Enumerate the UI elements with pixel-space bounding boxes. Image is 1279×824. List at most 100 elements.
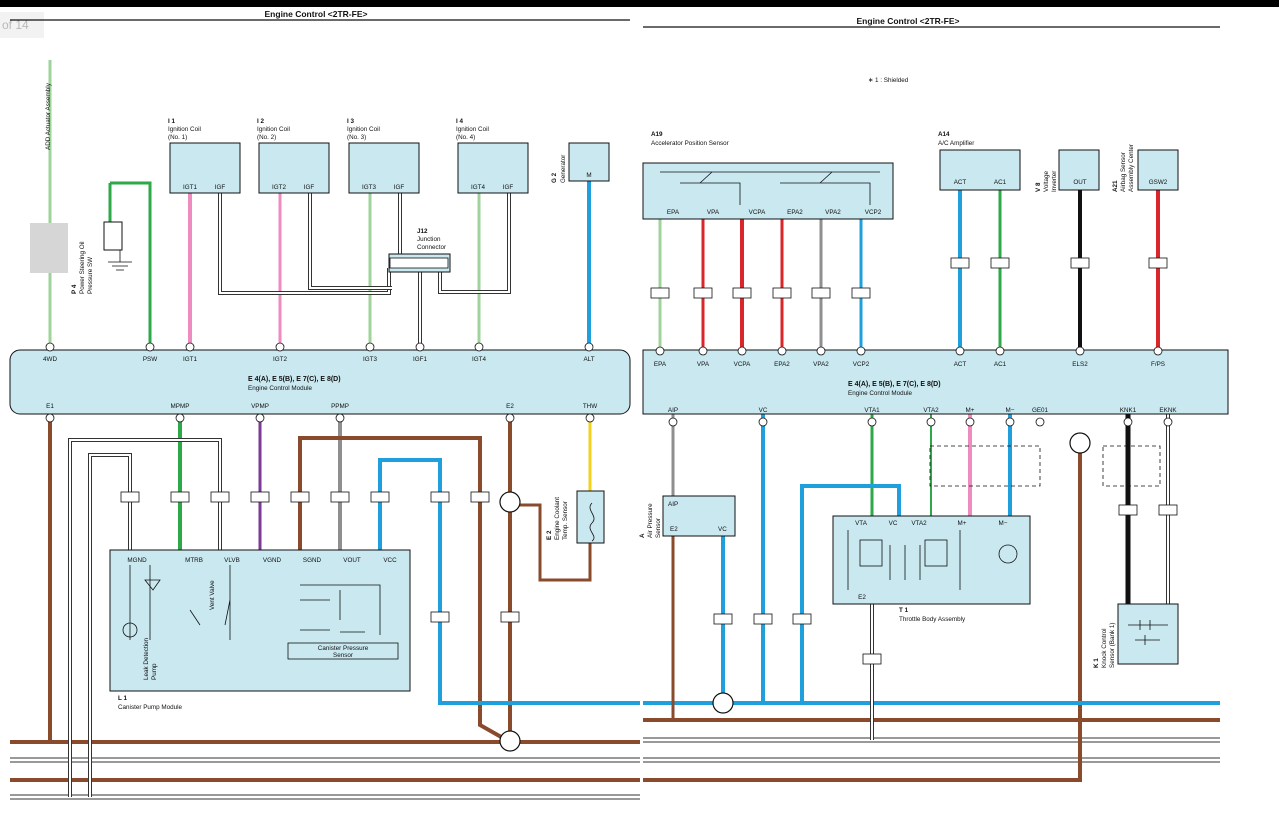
ign-2-pin-igt: IGT2 <box>272 184 286 191</box>
ign-4-name-1: Ignition Coil <box>456 126 489 133</box>
wire-igf1 <box>219 193 390 294</box>
e2-name-2: Temp. Sensor <box>562 501 569 540</box>
ecm-bottom-right-label-6: GE01 <box>1032 407 1049 414</box>
vent-valve: Vent Valve <box>209 580 216 610</box>
j12-id: J12 <box>417 228 428 235</box>
pressure-switch-box <box>103 221 123 251</box>
a14-pin-1: AC1 <box>994 179 1007 186</box>
l1-pin-2: VLVB <box>224 557 240 564</box>
ign-2-id: I 2 <box>257 118 264 125</box>
ecm-top-right-label-1: VPA <box>697 361 710 368</box>
connector-4 <box>250 491 270 503</box>
canister-sensor-1: Canister Pressure <box>318 645 369 652</box>
generator-box <box>568 142 610 182</box>
connector-2 <box>170 491 190 503</box>
k1-name-1: Knock Control <box>1101 628 1108 668</box>
connector-7 <box>370 491 390 503</box>
wire-igf2 <box>309 193 392 289</box>
ign-3-name-1: Ignition Coil <box>347 126 380 133</box>
a21-pin: GSW2 <box>1149 179 1168 186</box>
ecm-bottom-right-pin-0 <box>668 417 678 427</box>
knock-sensor-box <box>1117 603 1179 665</box>
e2-name-1: Engine Coolant <box>554 497 561 540</box>
ecm-label-right-2: Engine Control Module <box>848 390 913 397</box>
t1-pin-3: M+ <box>958 520 967 527</box>
ecm-bottom-left-pin-5 <box>585 413 595 423</box>
a21-name-1: Airbag Sensor <box>1120 152 1127 192</box>
wire-igf4 <box>439 193 510 293</box>
a19-id: A19 <box>651 131 663 138</box>
l1-pin-3: VGND <box>263 557 282 564</box>
ignition-coil-1-box <box>169 142 241 194</box>
connector-24 <box>792 613 812 625</box>
ecm-bottom-right-pin-7 <box>1123 417 1133 427</box>
a14-id: A14 <box>938 131 950 138</box>
ecm-top-right-pin-2 <box>737 346 747 356</box>
wire-igf2-outline <box>308 193 392 290</box>
ecm-bottom-left-pin-0 <box>45 413 55 423</box>
ecm-top-right-pin-3 <box>777 346 787 356</box>
ecm-top-right-label-9: F/PS <box>1151 361 1165 368</box>
page-indicator: of 14 <box>0 12 44 38</box>
ecm-bottom-right-pin-1 <box>758 417 768 427</box>
g2-pin: M <box>586 172 591 179</box>
ecm-bottom-right-label-3: VTA2 <box>923 407 939 414</box>
connector-5 <box>290 491 310 503</box>
ign-2-pin-igf: IGF <box>304 184 315 191</box>
shield-note: ∗ 1 : Shielded <box>868 77 909 84</box>
connector-26 <box>1118 504 1138 516</box>
ecm-top-right-pin-6 <box>955 346 965 356</box>
ecm-bottom-right-label-5: M− <box>1006 407 1015 414</box>
ecm-bottom-left-label-1: MPMP <box>171 403 190 410</box>
ecm-bottom-right-pin-5 <box>1005 417 1015 427</box>
ecm-bottom-right-pin-6 <box>1035 417 1045 427</box>
wire-psw-b <box>110 181 152 350</box>
t1-pin-2: VTA2 <box>911 520 927 527</box>
ecm-top-right-pin-7 <box>995 346 1005 356</box>
ign-4-name-2: (No. 4) <box>456 134 475 141</box>
ecm-bottom-right-pin-4 <box>965 417 975 427</box>
coolant-sensor-box <box>576 490 605 544</box>
ignition-coil-4-box <box>457 142 529 194</box>
p4-name-1: Power Steering Oil <box>79 242 86 295</box>
wire-tb-vc <box>800 484 901 703</box>
t1-name: Throttle Body Assembly <box>899 616 966 623</box>
connector-18 <box>1070 257 1090 269</box>
aip-pin-1: E2 <box>670 526 678 533</box>
l1-pin-0: MGND <box>127 557 147 564</box>
v8-name-2: Inverter <box>1051 171 1058 192</box>
ecm-bottom-right-label-8: EKNK <box>1159 407 1177 414</box>
connector-23 <box>753 613 773 625</box>
ecm-top-left-pin-2 <box>185 342 195 352</box>
connector-14 <box>811 287 831 299</box>
title-right: Engine Control <2TR-FE> <box>857 16 960 26</box>
air-pressure-sensor-box <box>662 495 736 537</box>
ecm-bottom-left-label-4: E2 <box>506 403 514 410</box>
connector-17 <box>990 257 1010 269</box>
ecm-label-left-1: E 4(A), E 5(B), E 7(C), E 8(D) <box>248 376 341 383</box>
ign-1-name-2: (No. 1) <box>168 134 187 141</box>
ecm-bottom-left-label-2: VPMP <box>251 403 269 410</box>
a21-name-2: Assembly Center <box>1128 144 1135 192</box>
ign-4-id: I 4 <box>456 118 463 125</box>
connector-12 <box>732 287 752 299</box>
ecm-bottom-right-label-0: AIP <box>668 407 678 414</box>
wire-vcc <box>378 458 640 705</box>
a19-name: Accelerator Position Sensor <box>651 140 729 147</box>
ecm-box-right <box>642 349 1229 415</box>
ecm-bottom-left-label-3: PPMP <box>331 403 349 410</box>
ecm-top-right-label-6: ACT <box>954 361 967 368</box>
ignition-coil-3-box <box>348 142 420 194</box>
ignition-coil-2-box <box>258 142 330 194</box>
ecm-label-left-2: Engine Control Module <box>248 385 313 392</box>
add-connector-bg <box>30 223 68 273</box>
ecm-bottom-right-pin-2 <box>867 417 877 427</box>
j12-name-2: Connector <box>417 244 446 251</box>
ecm-bottom-left-label-5: THW <box>583 403 597 410</box>
ecm-top-left-pin-6 <box>474 342 484 352</box>
l1-name: Canister Pump Module <box>118 704 183 711</box>
t1-pin-0: VTA <box>855 520 868 527</box>
a14-pin-0: ACT <box>954 179 967 186</box>
p4-name-2: Pressure SW <box>87 257 94 294</box>
ecm-bottom-right-pin-3 <box>926 417 936 427</box>
